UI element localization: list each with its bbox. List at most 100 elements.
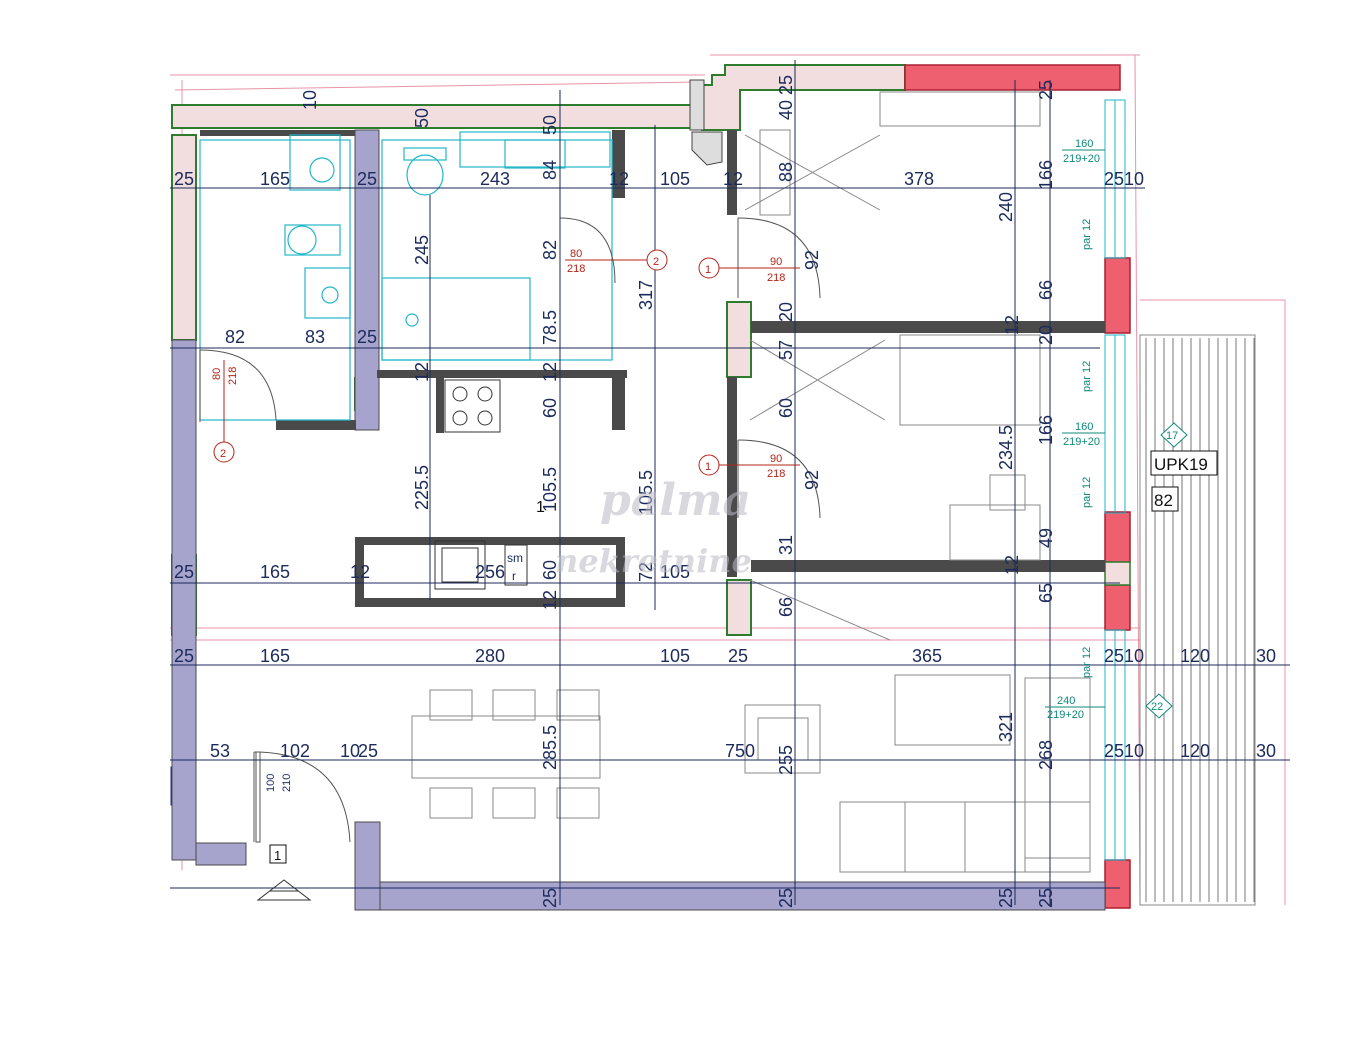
bathroom-fixtures (199, 131, 613, 421)
dim-label-vertical: 225.5 (412, 465, 432, 510)
door-tag-entrance: 100 210 (265, 774, 293, 792)
furniture (411, 91, 1091, 873)
dim-label: 256 (475, 562, 505, 582)
dim-label-vertical: 10 (300, 90, 320, 110)
dim-label-vertical: 78.5 (540, 310, 560, 345)
dim-label-vertical: 92 (802, 250, 822, 270)
dim-label-vertical: 240 (996, 192, 1016, 222)
dim-label: 280 (475, 646, 505, 666)
svg-text:80: 80 (211, 368, 223, 380)
dim-label: 25 (728, 646, 748, 666)
dim-label: 30 (1256, 741, 1276, 761)
svg-text:219+20: 219+20 (1063, 436, 1100, 448)
unit-code: UPK19 (1154, 455, 1208, 474)
kitchen-fixtures (434, 379, 528, 590)
dim-label: 12 (723, 169, 743, 189)
dim-label: 105 (660, 562, 690, 582)
dim-label-vertical: 321 (996, 712, 1016, 742)
dim-label: 25 (357, 327, 377, 347)
dim-label: 30 (1256, 646, 1276, 666)
svg-text:218: 218 (567, 263, 585, 275)
svg-text:1: 1 (705, 461, 711, 473)
entrance-arrow-icon (256, 879, 312, 901)
dim-label: 750 (725, 741, 755, 761)
dim-label-vertical: 92 (802, 470, 822, 490)
dim-label-vertical: 12 (540, 590, 560, 610)
svg-text:218: 218 (227, 367, 239, 385)
svg-text:17: 17 (1166, 430, 1178, 442)
door-tag-bedroom-2: 1 90 218 (698, 453, 800, 480)
svg-text:90: 90 (770, 453, 782, 465)
dim-label-vertical: 40 (776, 100, 796, 120)
dim-label-vertical: 60 (540, 398, 560, 418)
svg-text:2: 2 (220, 448, 226, 460)
room-number: 1 (536, 499, 545, 516)
dim-label: 105 (660, 169, 690, 189)
dim-label: 25 (358, 741, 378, 761)
dim-label-vertical: 12 (540, 362, 560, 382)
svg-text:par 12: par 12 (1081, 219, 1093, 250)
dim-label: 243 (480, 169, 510, 189)
dim-label: 378 (904, 169, 934, 189)
window-tags: 160 219+20 par 12 160 219+20 par 12 par … (1045, 138, 1105, 721)
svg-text:80: 80 (570, 248, 582, 260)
dim-label: 25 (174, 169, 194, 189)
level-marker-22: 22 (1145, 693, 1173, 719)
dim-label-vertical: 25 (776, 75, 796, 95)
dim-label-vertical: 60 (540, 560, 560, 580)
dim-label: 120 (1180, 741, 1210, 761)
dim-label: 165 (260, 646, 290, 666)
dim-label-vertical: 66 (1036, 280, 1056, 300)
unit-number: 82 (1154, 491, 1173, 510)
dim-label: 83 (305, 327, 325, 347)
dim-label-vertical: 166 (1036, 415, 1056, 445)
svg-text:1: 1 (705, 264, 711, 276)
terrace (1139, 334, 1256, 906)
dim-label: 165 (260, 169, 290, 189)
dim-label: 102 (280, 741, 310, 761)
exterior-wall-top (170, 64, 1131, 909)
door-tag-wc: 2 80 218 (211, 360, 239, 463)
dim-label-vertical: 12 (412, 362, 432, 382)
svg-text:219+20: 219+20 (1047, 709, 1084, 721)
dim-label-vertical: 234.5 (996, 425, 1016, 470)
dim-label-vertical: 12 (1002, 555, 1022, 575)
door-swings (199, 217, 821, 843)
svg-text:22: 22 (1151, 701, 1163, 713)
dim-label: 120 (1180, 646, 1210, 666)
svg-text:par 12: par 12 (1081, 647, 1093, 678)
dim-label-vertical: 31 (776, 535, 796, 555)
dim-label: 25 (174, 562, 194, 582)
interior-walls (171, 129, 1106, 911)
dim-label-vertical: 72 (636, 562, 656, 582)
dim-label-vertical: 49 (1036, 528, 1056, 548)
dim-label-vertical: 12 (1002, 315, 1022, 335)
dim-label: 10 (1124, 646, 1144, 666)
svg-text:160: 160 (1075, 138, 1093, 150)
appliance-r: r (512, 569, 516, 583)
svg-text:90: 90 (770, 256, 782, 268)
dim-label-vertical: 25 (540, 888, 560, 908)
dim-label-vertical: 268 (1036, 740, 1056, 770)
svg-text:160: 160 (1075, 421, 1093, 433)
svg-text:par 12: par 12 (1081, 361, 1093, 392)
dim-label-vertical: 25 (1036, 80, 1056, 100)
dim-label: 12 (609, 169, 629, 189)
dim-label: 10 (1124, 169, 1144, 189)
door-tag-bedroom-1: 1 90 218 (698, 256, 800, 284)
svg-text:218: 218 (767, 272, 785, 284)
dim-label-vertical: 105.5 (540, 467, 560, 512)
door-tag-bathroom: 2 80 218 (565, 248, 668, 275)
svg-text:par 12: par 12 (1081, 477, 1093, 508)
dim-label-vertical: 245 (412, 235, 432, 265)
dim-label-vertical: 25 (776, 888, 796, 908)
dim-label: 365 (912, 646, 942, 666)
dim-label: 105 (660, 646, 690, 666)
dim-label-vertical: 50 (540, 115, 560, 135)
dim-label-vertical: 25 (996, 888, 1016, 908)
dim-label: 25 (174, 646, 194, 666)
dim-label-vertical: 285.5 (540, 725, 560, 770)
dimension-labels: 25 165 25 243 12 105 12 378 25 10 82 83 … (174, 75, 1276, 908)
dimension-lines (170, 60, 1290, 905)
dim-label: 25 (1104, 646, 1124, 666)
